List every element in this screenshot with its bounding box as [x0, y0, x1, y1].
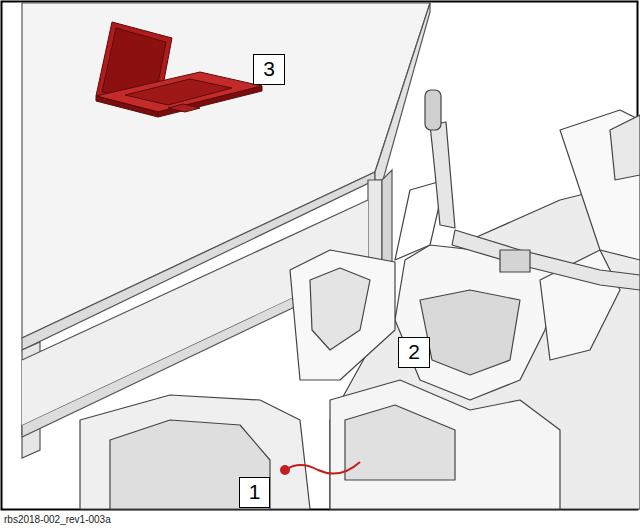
- front-wheel: [110, 420, 270, 509]
- cable: [285, 462, 360, 474]
- console: [560, 110, 640, 260]
- callout-number: 1: [239, 477, 270, 508]
- left-handlebar: [430, 122, 455, 228]
- left-fairing: [290, 250, 395, 380]
- mirror: [610, 115, 640, 180]
- front-fascia: [330, 380, 560, 509]
- laptop-touchpad: [168, 104, 200, 112]
- storage-opening: [420, 290, 520, 375]
- vehicle: [80, 90, 640, 509]
- headlight: [310, 268, 370, 350]
- laptop: [96, 22, 262, 117]
- callout-number: 3: [253, 54, 285, 85]
- left-fender: [80, 395, 310, 509]
- handlebar-clamp: [500, 250, 530, 272]
- figure-code: rbs2018-002_rev1-003a: [4, 514, 111, 525]
- table-edge: [375, 3, 430, 180]
- grille: [345, 405, 455, 480]
- laptop-keyboard: [125, 79, 232, 105]
- left-grip: [425, 90, 441, 130]
- connector: [281, 466, 289, 474]
- callout-number: 2: [398, 337, 430, 368]
